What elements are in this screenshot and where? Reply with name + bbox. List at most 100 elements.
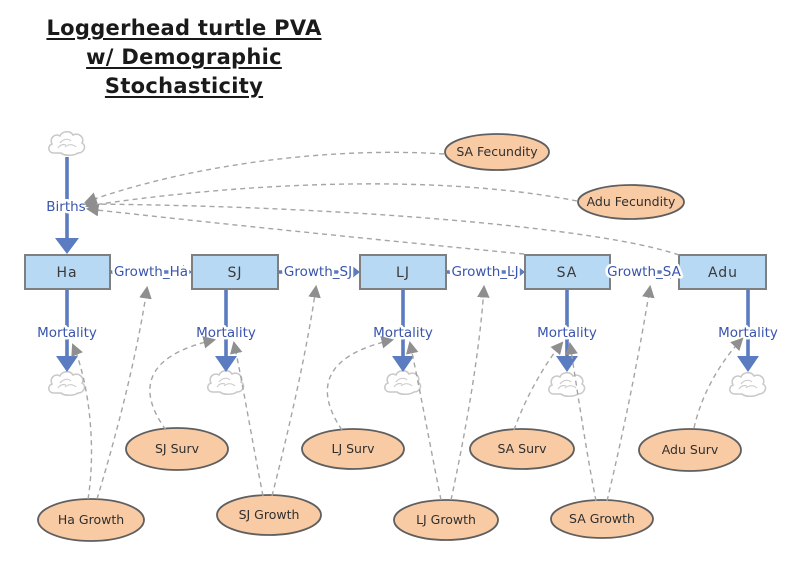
cloud-source-births-icon[interactable] xyxy=(47,130,86,157)
flow-growth-lj-label: Growth_LJ xyxy=(451,264,518,280)
flow-growth-sa-label: Growth_SA xyxy=(607,264,681,280)
connector-sj-growth-to-mortality-sj[interactable] xyxy=(230,340,264,497)
flow-mortality-sj-arrowhead-icon xyxy=(215,356,237,372)
converter-sa-surv-oval[interactable] xyxy=(469,428,575,470)
converter-sj-surv-oval[interactable] xyxy=(125,427,229,471)
converter-sj-growth[interactable]: SJ Growth xyxy=(216,494,322,536)
connector-ha-growth-to-mortality-ha[interactable] xyxy=(71,343,93,500)
converter-sa-fecundity-oval[interactable] xyxy=(444,133,550,171)
connector-lj-surv-to-mortality-lj[interactable] xyxy=(326,336,395,431)
connector-ha-growth-to-growth-ha[interactable] xyxy=(96,285,152,500)
title-line-3: Stochasticity xyxy=(104,73,264,98)
flow-births-arrowhead-icon xyxy=(55,238,79,254)
flow-growth-lj[interactable] xyxy=(446,265,525,279)
flow-births[interactable] xyxy=(55,157,79,254)
stock-ha[interactable]: Ha xyxy=(24,254,111,290)
converter-adu-fecundity[interactable]: Adu Fecundity xyxy=(577,184,685,220)
stock-adu-label: Adu xyxy=(708,265,738,281)
converter-sj-growth-label: SJ Growth xyxy=(239,507,300,522)
flow-mortality-ha-label: Mortality xyxy=(37,325,97,341)
converter-ha-growth-oval[interactable] xyxy=(37,498,145,542)
flow-mortality-ha-arrowhead-icon xyxy=(56,356,78,372)
converter-adu-fecundity-oval[interactable] xyxy=(577,184,685,220)
cloud-sink-mortality-lj-icon[interactable] xyxy=(383,369,422,396)
stock-sj-box[interactable] xyxy=(191,254,279,290)
connector-sa-surv-to-mortality-sa[interactable] xyxy=(513,341,564,431)
diagram-title: Loggerhead turtle PVA w/ Demographic Sto… xyxy=(36,14,332,101)
connector-lj-growth-to-mortality-lj[interactable] xyxy=(406,340,442,501)
flow-mortality-ha[interactable] xyxy=(56,289,78,372)
flow-growth-ha-arrowhead-icon xyxy=(183,265,192,279)
flow-growth-sa[interactable] xyxy=(610,265,679,279)
converter-sa-growth-oval[interactable] xyxy=(550,499,654,539)
flow-mortality-sa-label: Mortality xyxy=(537,325,597,341)
flow-mortality-adu-label: Mortality xyxy=(718,325,778,341)
connector-adu-stock-to-births[interactable] xyxy=(83,197,680,256)
connector-sa-growth-to-growth-sa[interactable] xyxy=(606,284,655,502)
converter-sj-surv[interactable]: SJ Surv xyxy=(125,427,229,471)
converter-lj-growth[interactable]: LJ Growth xyxy=(393,499,499,541)
converter-ha-growth-label: Ha Growth xyxy=(58,512,124,527)
stock-ha-box[interactable] xyxy=(24,254,111,290)
stock-lj-label: LJ xyxy=(396,265,410,281)
cloud-sink-mortality-ha-icon[interactable] xyxy=(47,370,86,397)
converter-adu-surv[interactable]: Adu Surv xyxy=(638,428,742,472)
stock-lj-box[interactable] xyxy=(359,254,447,290)
connector-adu-surv-to-mortality-adu[interactable] xyxy=(693,337,744,429)
flow-mortality-sj[interactable] xyxy=(215,289,237,372)
stock-adu[interactable]: Adu xyxy=(678,254,767,290)
converter-adu-surv-oval[interactable] xyxy=(638,428,742,472)
flow-mortality-sj-label: Mortality xyxy=(196,325,256,341)
flow-mortality-lj-label: Mortality xyxy=(373,325,433,341)
converter-sa-fecundity[interactable]: SA Fecundity xyxy=(444,133,550,171)
converter-sa-growth[interactable]: SA Growth xyxy=(550,499,654,539)
converter-lj-surv-label: LJ Surv xyxy=(331,441,375,456)
flow-growth-ha-label: Growth_Ha xyxy=(114,264,188,280)
connector-sj-growth-to-growth-sj[interactable] xyxy=(271,284,321,497)
flow-growth-sj[interactable] xyxy=(278,265,360,279)
title-line-1: Loggerhead turtle PVA xyxy=(46,16,322,40)
flow-growth-ha[interactable] xyxy=(110,265,192,279)
flow-births-label: Births xyxy=(46,199,85,215)
converter-sa-growth-label: SA Growth xyxy=(569,511,635,526)
connector-sa-growth-to-mortality-sa[interactable] xyxy=(565,341,597,502)
flow-growth-lj-arrowhead-icon xyxy=(516,265,525,279)
converter-lj-surv-oval[interactable] xyxy=(301,428,405,470)
stock-lj[interactable]: LJ xyxy=(359,254,447,290)
connector-adu-fecundity-to-births[interactable] xyxy=(84,183,578,211)
cloud-sink-mortality-adu-icon[interactable] xyxy=(728,371,767,398)
cloud-sink-mortality-sa-icon[interactable] xyxy=(547,371,586,398)
converter-lj-surv[interactable]: LJ Surv xyxy=(301,428,405,470)
converter-ha-growth[interactable]: Ha Growth xyxy=(37,498,145,542)
connector-sa-stock-to-births[interactable] xyxy=(85,203,525,255)
converter-sj-growth-oval[interactable] xyxy=(216,494,322,536)
connector-sj-surv-to-mortality-sj[interactable] xyxy=(149,336,217,431)
flow-growth-sa-arrowhead-icon xyxy=(670,265,679,279)
flow-mortality-adu-arrowhead-icon xyxy=(737,356,759,372)
flow-growth-sj-label: Growth_SJ xyxy=(284,264,352,280)
converter-sa-surv-label: SA Surv xyxy=(497,441,547,456)
flow-mortality-adu[interactable] xyxy=(737,289,759,372)
stock-sa-box[interactable] xyxy=(524,254,611,290)
cloud-sink-mortality-sj-icon[interactable] xyxy=(206,369,245,396)
stock-sj[interactable]: SJ xyxy=(191,254,279,290)
flow-growth-sj-arrowhead-icon xyxy=(351,265,360,279)
flow-mortality-lj[interactable] xyxy=(392,289,414,372)
converter-sj-surv-label: SJ Surv xyxy=(155,441,200,456)
converter-sa-fecundity-label: SA Fecundity xyxy=(456,144,538,159)
flow-mortality-lj-arrowhead-icon xyxy=(392,356,414,372)
stock-ha-label: Ha xyxy=(56,265,77,281)
converter-adu-surv-label: Adu Surv xyxy=(662,442,719,457)
connector-lj-growth-to-growth-lj[interactable] xyxy=(450,284,490,501)
stock-adu-box[interactable] xyxy=(678,254,767,290)
flow-mortality-sa-arrowhead-icon xyxy=(556,356,578,372)
connector-sa-fecundity-to-births[interactable] xyxy=(84,151,445,205)
title-line-2: w/ Demographic xyxy=(86,44,282,69)
converter-adu-fecundity-label: Adu Fecundity xyxy=(587,194,676,209)
converter-sa-surv[interactable]: SA Surv xyxy=(469,428,575,470)
converter-lj-growth-oval[interactable] xyxy=(393,499,499,541)
stock-sa[interactable]: SA xyxy=(524,254,611,290)
stock-sj-label: SJ xyxy=(227,265,242,281)
